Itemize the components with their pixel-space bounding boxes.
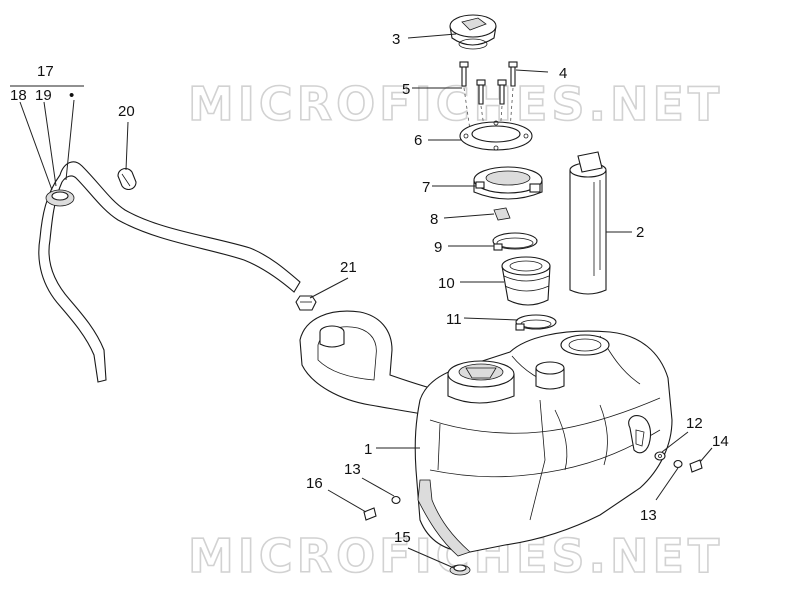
cap-screws[interactable] xyxy=(459,61,518,135)
label-1: 1 xyxy=(364,441,372,458)
label-5: 5 xyxy=(402,81,410,98)
fuel-tank[interactable] xyxy=(299,310,673,557)
hose-clamp-lower[interactable] xyxy=(515,314,557,331)
small-clip[interactable] xyxy=(493,207,511,221)
label-2: 2 xyxy=(636,224,644,241)
label-6: 6 xyxy=(414,132,422,149)
label-19: 19 xyxy=(35,87,52,104)
label-4: 4 xyxy=(559,65,567,82)
label-18: 18 xyxy=(10,87,27,104)
label-17: 17 xyxy=(37,63,54,80)
hose-end-cap[interactable] xyxy=(295,295,317,311)
label-13b: 13 xyxy=(640,507,657,524)
label-11: 11 xyxy=(446,311,462,328)
watermark-top: MICROFICHES.NET xyxy=(188,77,723,131)
label-10: 10 xyxy=(438,275,455,292)
label-15: 15 xyxy=(394,529,411,546)
fuel-cap[interactable] xyxy=(449,14,497,50)
label-13a: 13 xyxy=(344,461,361,478)
label-20: 20 xyxy=(118,103,135,120)
label-9: 9 xyxy=(434,239,442,256)
gasket-flange[interactable] xyxy=(473,166,543,200)
label-12: 12 xyxy=(686,415,703,432)
coupling-hose[interactable] xyxy=(501,256,551,306)
label-21: 21 xyxy=(340,259,357,276)
hose-clip[interactable] xyxy=(117,167,137,191)
retaining-ring[interactable] xyxy=(459,120,533,151)
label-8: 8 xyxy=(430,211,438,228)
label-7: 7 xyxy=(422,179,430,196)
fuel-level-sender[interactable] xyxy=(569,151,607,295)
hose-clamp-upper[interactable] xyxy=(492,232,538,251)
label-bullet: • xyxy=(69,87,74,104)
label-14: 14 xyxy=(712,433,729,450)
leader-lines xyxy=(10,33,713,569)
callout-labels: 3 4 5 6 7 8 9 10 11 2 1 12 14 13 13 16 1… xyxy=(10,31,729,546)
breather-hose[interactable] xyxy=(38,161,301,383)
label-3: 3 xyxy=(392,31,400,48)
label-16: 16 xyxy=(306,475,323,492)
mount-hardware[interactable] xyxy=(363,451,703,576)
